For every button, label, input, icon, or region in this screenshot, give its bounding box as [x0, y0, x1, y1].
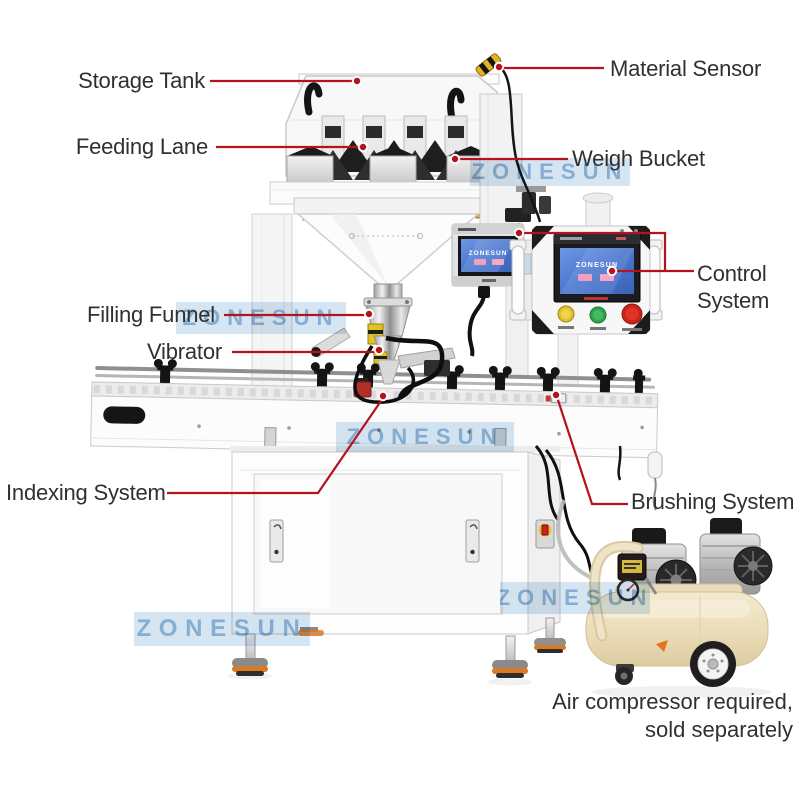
control-box-handle-left: [511, 245, 525, 315]
machine-feet: [232, 617, 566, 678]
discharge-funnel: [293, 197, 483, 293]
callout-indexing-system: Indexing System: [6, 480, 166, 505]
watermark-text: ZONESUN: [346, 424, 504, 449]
brushing-sensor: [551, 393, 567, 404]
door-handle-left: [269, 519, 284, 563]
callout-weigh-bucket: Weigh Bucket: [572, 146, 705, 171]
watermark-text: ZONESUN: [182, 305, 340, 330]
callout-material-sensor: Material Sensor: [610, 56, 762, 81]
control-box: ZONESUN: [509, 192, 663, 387]
compressor-foot: [615, 664, 634, 685]
compressor-note-line2: sold separately: [645, 717, 793, 743]
control-screen-brand: ZONESUN: [576, 262, 619, 269]
watermark: ZONESUN: [134, 612, 310, 646]
callout-brushing-system: Brushing System: [631, 489, 795, 514]
watermark-text: ZONESUN: [136, 615, 308, 642]
watermark-text: ZONESUN: [500, 585, 650, 610]
sensor-cable: [497, 64, 542, 223]
indexing-station: [353, 335, 456, 404]
watermark-text: ZONESUN: [471, 159, 629, 184]
callout-vibrator: Vibrator: [146, 339, 222, 364]
watermark: ZONESUN: [500, 582, 650, 614]
callout-storage-tank: Storage Tank: [78, 68, 205, 93]
compressor-wheel: [690, 641, 736, 687]
compressor-note: Air compressor required, sold separately: [493, 688, 793, 744]
watermark: ZONESUN: [470, 158, 630, 186]
compressor-motor-rear: [699, 518, 773, 595]
air-hose: [555, 499, 593, 580]
watermark: ZONESUN: [176, 302, 346, 334]
pressure-switch: [617, 553, 647, 581]
callout-filling-funnel: Filling Funnel: [86, 302, 215, 327]
callout-control-system: Control System: [697, 261, 770, 313]
door-handle-right: [465, 519, 480, 563]
hmi-screen-brand: ZONESUN: [469, 250, 508, 257]
hopper-handle-right: [447, 87, 465, 122]
callout-feeding-lane: Feeding Lane: [75, 134, 208, 159]
compressor-note-line1: Air compressor required,: [552, 689, 793, 714]
power-switch: [535, 519, 555, 549]
hopper-handle-left: [304, 82, 323, 116]
watermark: ZONESUN: [336, 422, 514, 452]
filling-funnel-part: [311, 283, 413, 367]
